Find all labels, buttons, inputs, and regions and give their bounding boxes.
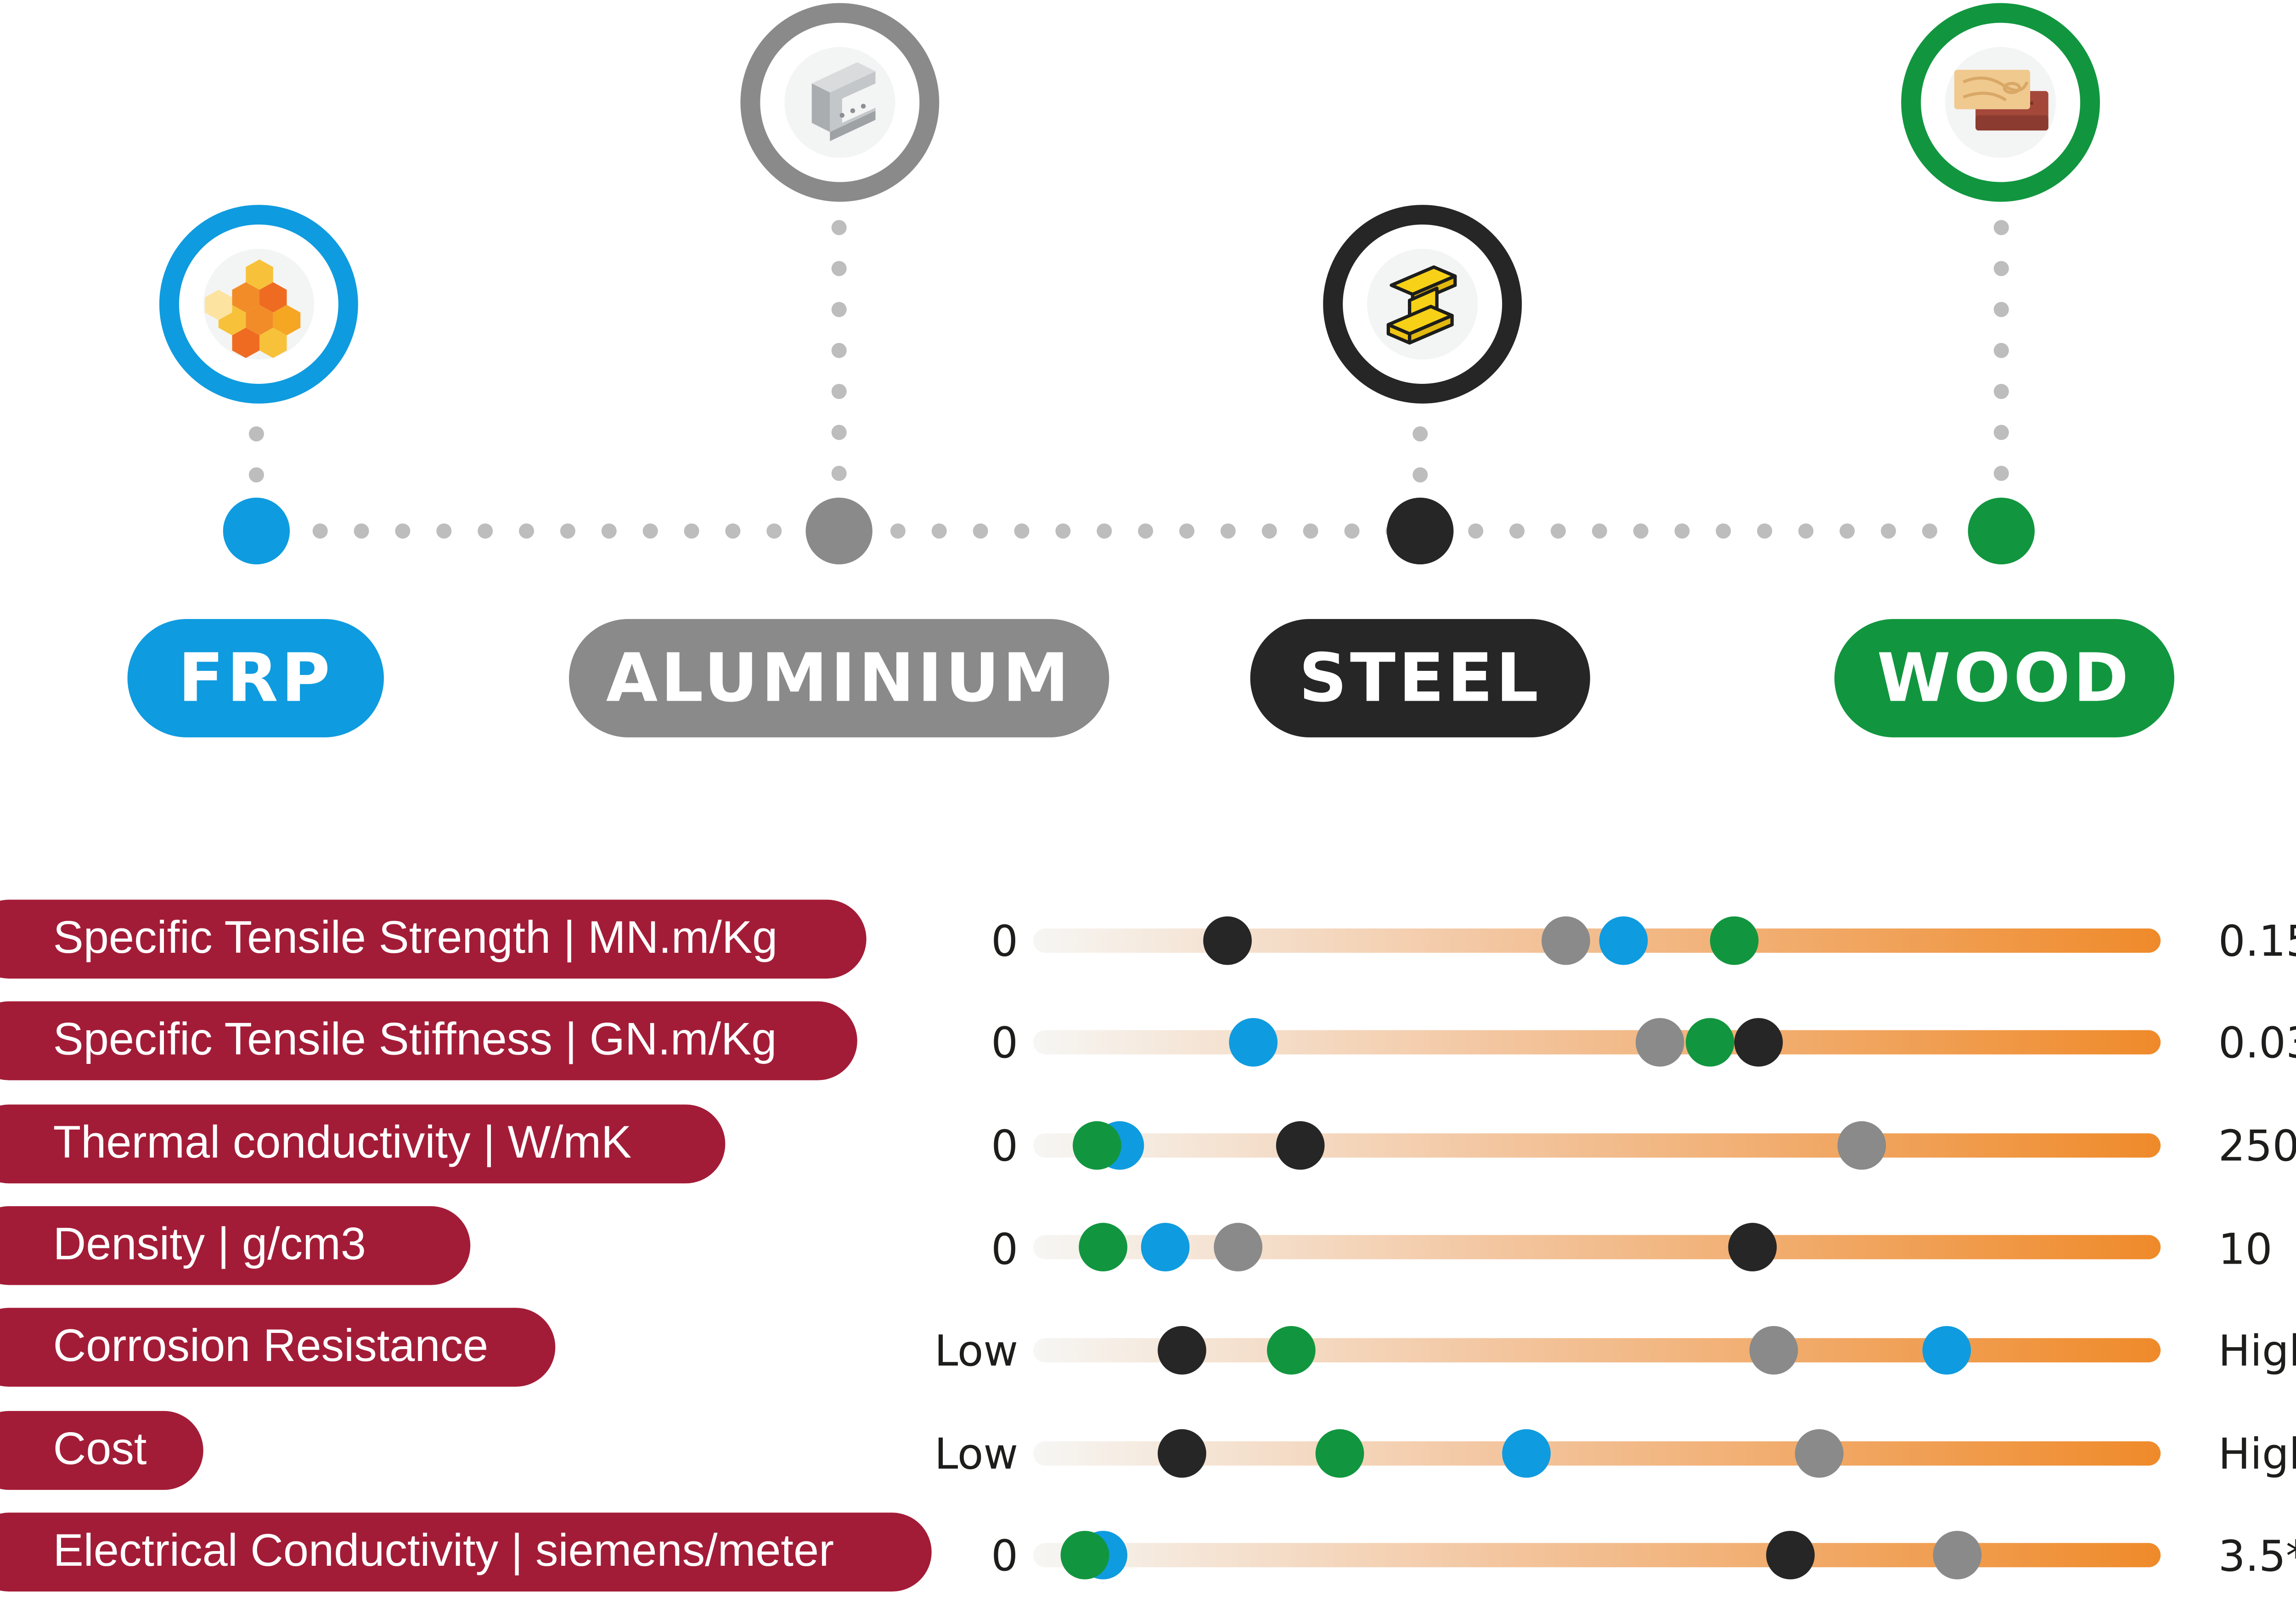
wood-marker	[1061, 1530, 1110, 1580]
aluminium-marker	[1795, 1429, 1844, 1478]
property-label: Cost	[0, 1411, 203, 1490]
wood-marker	[1078, 1223, 1127, 1271]
frp-marker	[1922, 1326, 1971, 1375]
wood-icon-circle	[1901, 3, 2100, 202]
scale-min-label: 0	[991, 1121, 1019, 1171]
property-label: Electrical Conductivity | siemens/meter	[0, 1512, 932, 1592]
steel-marker	[1158, 1326, 1207, 1375]
scale-max-label: High	[2218, 1429, 2296, 1479]
steel-marker	[1202, 916, 1251, 965]
scale-bar	[1033, 1030, 2161, 1055]
wood-marker	[1710, 916, 1758, 965]
wood-marker	[1266, 1326, 1315, 1375]
steel-marker	[1734, 1018, 1783, 1067]
scale-bar	[1033, 928, 2161, 953]
scale-min-label: Low	[934, 1429, 1019, 1479]
scale-max-label: High	[2218, 1326, 2296, 1376]
wood-marker	[1072, 1121, 1121, 1170]
scale-bar	[1033, 1133, 2161, 1158]
property-label: Thermal conductivity | W/mK	[0, 1104, 726, 1184]
steel-node	[1387, 497, 1454, 565]
aluminium-marker	[1750, 1326, 1798, 1375]
vertical-dotted-lines	[248, 220, 2009, 483]
wood-marker	[1316, 1429, 1365, 1478]
aluminium-node	[805, 497, 872, 565]
frp-marker	[1141, 1223, 1190, 1271]
wood-marker	[1686, 1018, 1735, 1067]
steel-icon-circle	[1323, 205, 1522, 404]
frp-marker	[1228, 1018, 1277, 1067]
scale-min-label: 0	[991, 1018, 1019, 1068]
steel-marker	[1276, 1121, 1325, 1170]
frp-label-pill: FRP	[127, 619, 384, 737]
aluminium-marker	[1933, 1530, 1982, 1580]
property-label: Specific Tensile Strength | MN.m/Kg	[0, 900, 867, 979]
scale-min-label: 0	[991, 916, 1019, 967]
wood-label-pill: WOOD	[1834, 619, 2174, 737]
scale-bar	[1033, 1338, 2161, 1363]
steel-marker	[1767, 1530, 1816, 1580]
steel-i-beam-icon	[1386, 264, 1456, 344]
steel-marker	[1728, 1223, 1777, 1271]
scale-max-label: 10	[2218, 1224, 2273, 1275]
aluminium-marker	[1838, 1121, 1887, 1170]
scale-bar	[1033, 1235, 2161, 1259]
wood-planks-icon	[1953, 69, 2048, 130]
horizontal-dotted-line	[312, 523, 1937, 539]
aluminium-marker	[1213, 1223, 1262, 1271]
scale-max-label: 0.03	[2218, 1018, 2296, 1068]
honeycomb-composite-icon	[204, 259, 300, 358]
scale-min-label: 0	[991, 1224, 1019, 1275]
scale-max-label: 0.15	[2218, 916, 2296, 967]
aluminium-marker	[1541, 916, 1590, 965]
steel-label-pill: STEEL	[1250, 619, 1590, 737]
scale-max-label: 3.5*107	[2218, 1535, 2296, 1579]
scale-min-label: Low	[934, 1326, 1019, 1376]
scale-bar	[1033, 1543, 2161, 1568]
frp-node	[223, 497, 290, 565]
property-label: Density | g/cm3	[0, 1206, 471, 1285]
aluminium-channel-profile-icon	[811, 61, 875, 141]
aluminium-icon-circle	[740, 3, 940, 202]
wood-node	[1968, 497, 2035, 565]
frp-icon-circle	[159, 205, 358, 404]
scale-min-label: 0	[991, 1530, 1019, 1581]
steel-marker	[1158, 1429, 1207, 1478]
scale-max-value: 3.5*10	[2218, 1531, 2296, 1582]
aluminium-label-pill: ALUMINIUM	[569, 619, 1109, 737]
property-label: Specific Tensile Stiffness | GN.m/Kg	[0, 1001, 857, 1080]
scale-max-label: 250	[2218, 1121, 2296, 1171]
property-label: Corrosion Resistance	[0, 1308, 556, 1387]
frp-marker	[1599, 916, 1649, 965]
frp-marker	[1501, 1429, 1550, 1478]
aluminium-marker	[1635, 1018, 1684, 1067]
scale-bar	[1033, 1441, 2161, 1466]
